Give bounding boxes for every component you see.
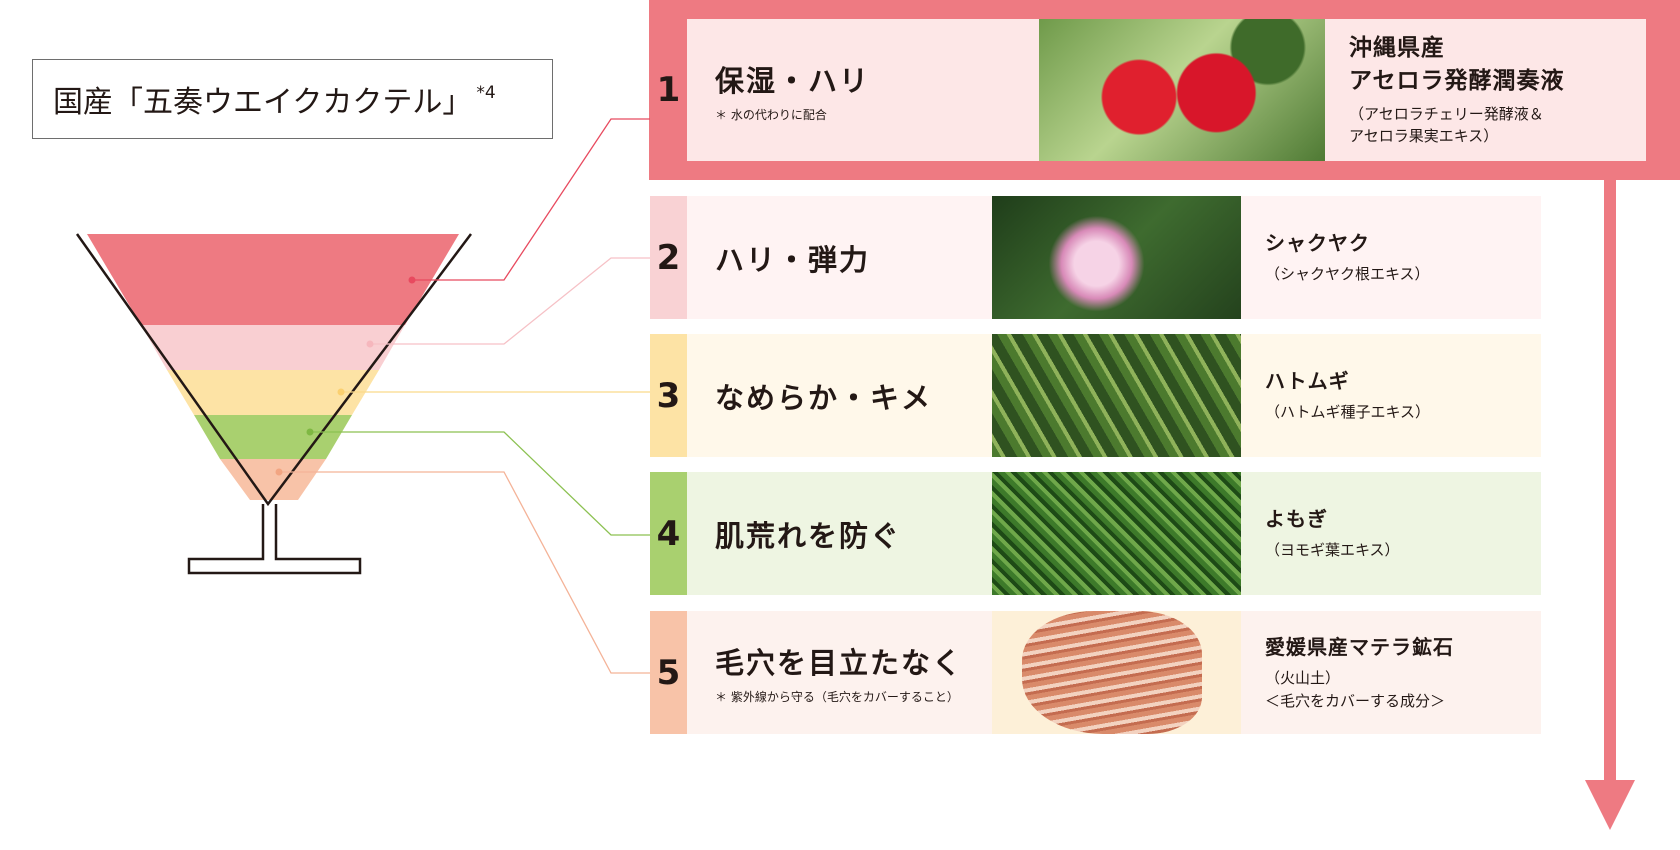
ingredient-detail: （火山土） ＜毛穴をカバーする成分＞	[1265, 669, 1446, 710]
benefit-label: 肌荒れを防ぐ	[715, 518, 902, 553]
down-arrow	[1585, 178, 1635, 830]
benefit-label: 毛穴を目立たなく	[715, 646, 964, 680]
ingredient-row-5: 5 毛穴を目立たなく ＊ 紫外線から守る（毛穴をカバーすること） 愛媛県産マテラ鉱…	[650, 611, 1541, 734]
ingredient-name: 沖縄県産 アセロラ発酵潤奏液	[1349, 35, 1565, 94]
connector-lines	[279, 118, 650, 674]
benefit-note: ＊ 水の代わりに配合	[715, 107, 827, 122]
glass-layer-2	[141, 325, 405, 370]
ingredient-name: よもぎ	[1265, 507, 1328, 532]
ingredient-row-2: 2 ハリ・弾力 シャクヤク （シャクヤク根エキス）	[650, 196, 1541, 319]
benefit-note: ＊ 紫外線から守る（毛穴をカバーすること）	[715, 690, 959, 704]
cocktail-title: 国産「五奏ウエイクカクテル」*4	[32, 59, 553, 139]
ingredient-row-3: 3 なめらか・キメ ハトムギ （ハトムギ種子エキス）	[650, 334, 1541, 457]
benefit-label: ハリ・弾力	[715, 242, 871, 277]
glass-outline	[75, 233, 472, 575]
row-number: 5	[650, 611, 687, 734]
ingredient-row-4: 4 肌荒れを防ぐ よもぎ （ヨモギ葉エキス）	[650, 472, 1541, 595]
title-footnote: *4	[476, 83, 496, 103]
yomogi-image	[992, 472, 1241, 595]
benefit-label: 保湿・ハリ	[715, 63, 871, 98]
ingredient-detail: （シャクヤク根エキス）	[1265, 265, 1430, 284]
matera-ore-image	[992, 611, 1241, 734]
row-number: 1	[650, 19, 687, 161]
ingredient-row-1: 1 保湿・ハリ ＊ 水の代わりに配合 沖縄県産 アセロラ発酵潤奏液 （アセロラチェリ…	[650, 19, 1646, 161]
title-text: 国産「五奏ウエイクカクテル」	[53, 85, 473, 120]
glass-layer-3	[167, 370, 379, 415]
peony-image	[992, 196, 1241, 319]
acerola-image	[1039, 19, 1325, 161]
row-number: 3	[650, 334, 687, 457]
row-number: 2	[650, 196, 687, 319]
ingredient-detail: （アセロラチェリー発酵液＆ アセロラ果実エキス）	[1349, 104, 1544, 146]
ingredient-name: シャクヤク	[1265, 231, 1370, 256]
ingredient-name: 愛媛県産マテラ鉱石	[1265, 635, 1454, 659]
benefit-label: なめらか・キメ	[715, 380, 933, 415]
ingredient-detail: （ヨモギ葉エキス）	[1265, 541, 1400, 560]
ingredient-name: ハトムギ	[1265, 369, 1350, 394]
glass-layer-1	[87, 234, 459, 325]
ingredient-detail: （ハトムギ種子エキス）	[1265, 403, 1431, 422]
glass-layer-5	[220, 459, 326, 500]
row-number: 4	[650, 472, 687, 595]
glass-layer-4	[194, 415, 352, 459]
hatomugi-image	[992, 334, 1241, 457]
connector-dots	[275, 276, 416, 476]
